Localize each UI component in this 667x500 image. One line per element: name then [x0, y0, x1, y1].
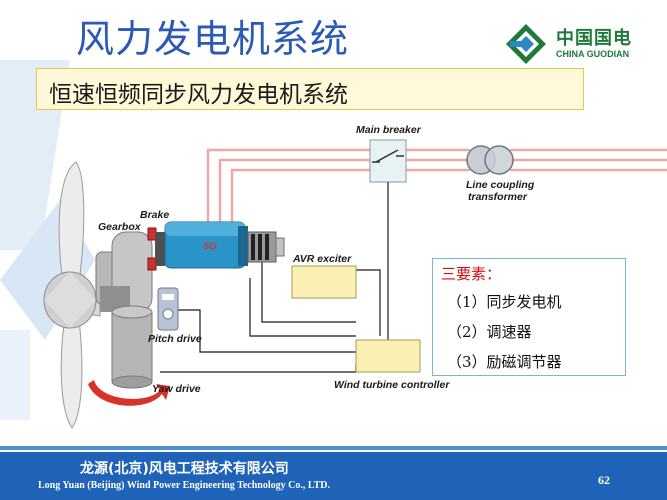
avr-exciter-label: AVR exciter	[292, 253, 352, 265]
guodian-logo-icon	[506, 24, 546, 64]
pitch-drive	[157, 287, 179, 331]
footer-company-cn: 龙源(北京)风电工程技术有限公司	[80, 461, 289, 477]
line-coupling-label: Line coupling	[466, 179, 535, 191]
synchronous-generator	[164, 221, 248, 269]
footer-accent-line	[0, 446, 667, 450]
slip-rings	[247, 231, 285, 263]
rotor-blades	[43, 161, 101, 429]
sg-label: SG	[203, 241, 217, 252]
line-coupling-transformer	[466, 145, 514, 175]
logo-name-en: CHINA GUODIAN	[556, 49, 630, 59]
yaw-drive-label: Yaw drive	[152, 383, 201, 395]
yaw-arrow-icon	[88, 380, 170, 406]
element-item: （1）同步发电机	[447, 293, 562, 311]
logo: 中国国电 CHINA GUODIAN	[504, 22, 654, 66]
page-title: 风力发电机系统	[76, 17, 350, 61]
elements-title: 三要素：	[441, 265, 502, 283]
footer-bar	[0, 452, 667, 500]
element-item: （2）调速器	[447, 323, 532, 341]
power-lines	[206, 148, 667, 232]
avr-exciter-box	[291, 265, 357, 299]
main-breaker-label: Main breaker	[356, 124, 422, 136]
footer-company-en: Long Yuan (Beijing) Wind Power Engineeri…	[38, 480, 331, 491]
element-item: （3）励磁调节器	[447, 353, 562, 371]
gearbox-label: Gearbox	[98, 221, 142, 233]
wind-turbine-diagram: SG Main breaker Line coupling transforme…	[43, 124, 667, 429]
brake-label: Brake	[140, 209, 169, 221]
subtitle: 恒速恒频同步风力发电机系统	[49, 82, 348, 108]
page-number: 62	[598, 473, 610, 487]
tower-base	[111, 305, 153, 389]
logo-name-cn: 中国国电	[556, 28, 632, 49]
wind-turbine-controller-box	[355, 339, 421, 373]
gearbox	[95, 231, 153, 313]
subtitle-box: 恒速恒频同步风力发电机系统	[36, 68, 584, 110]
three-elements-box: 三要素： （1）同步发电机 （2）调速器 （3）励磁调节器	[432, 258, 626, 376]
wind-turbine-controller-label: Wind turbine controller	[334, 379, 450, 391]
transformer-label: transformer	[468, 191, 528, 203]
main-breaker	[369, 139, 407, 183]
pitch-drive-label: Pitch drive	[148, 333, 202, 345]
brake	[147, 227, 165, 271]
